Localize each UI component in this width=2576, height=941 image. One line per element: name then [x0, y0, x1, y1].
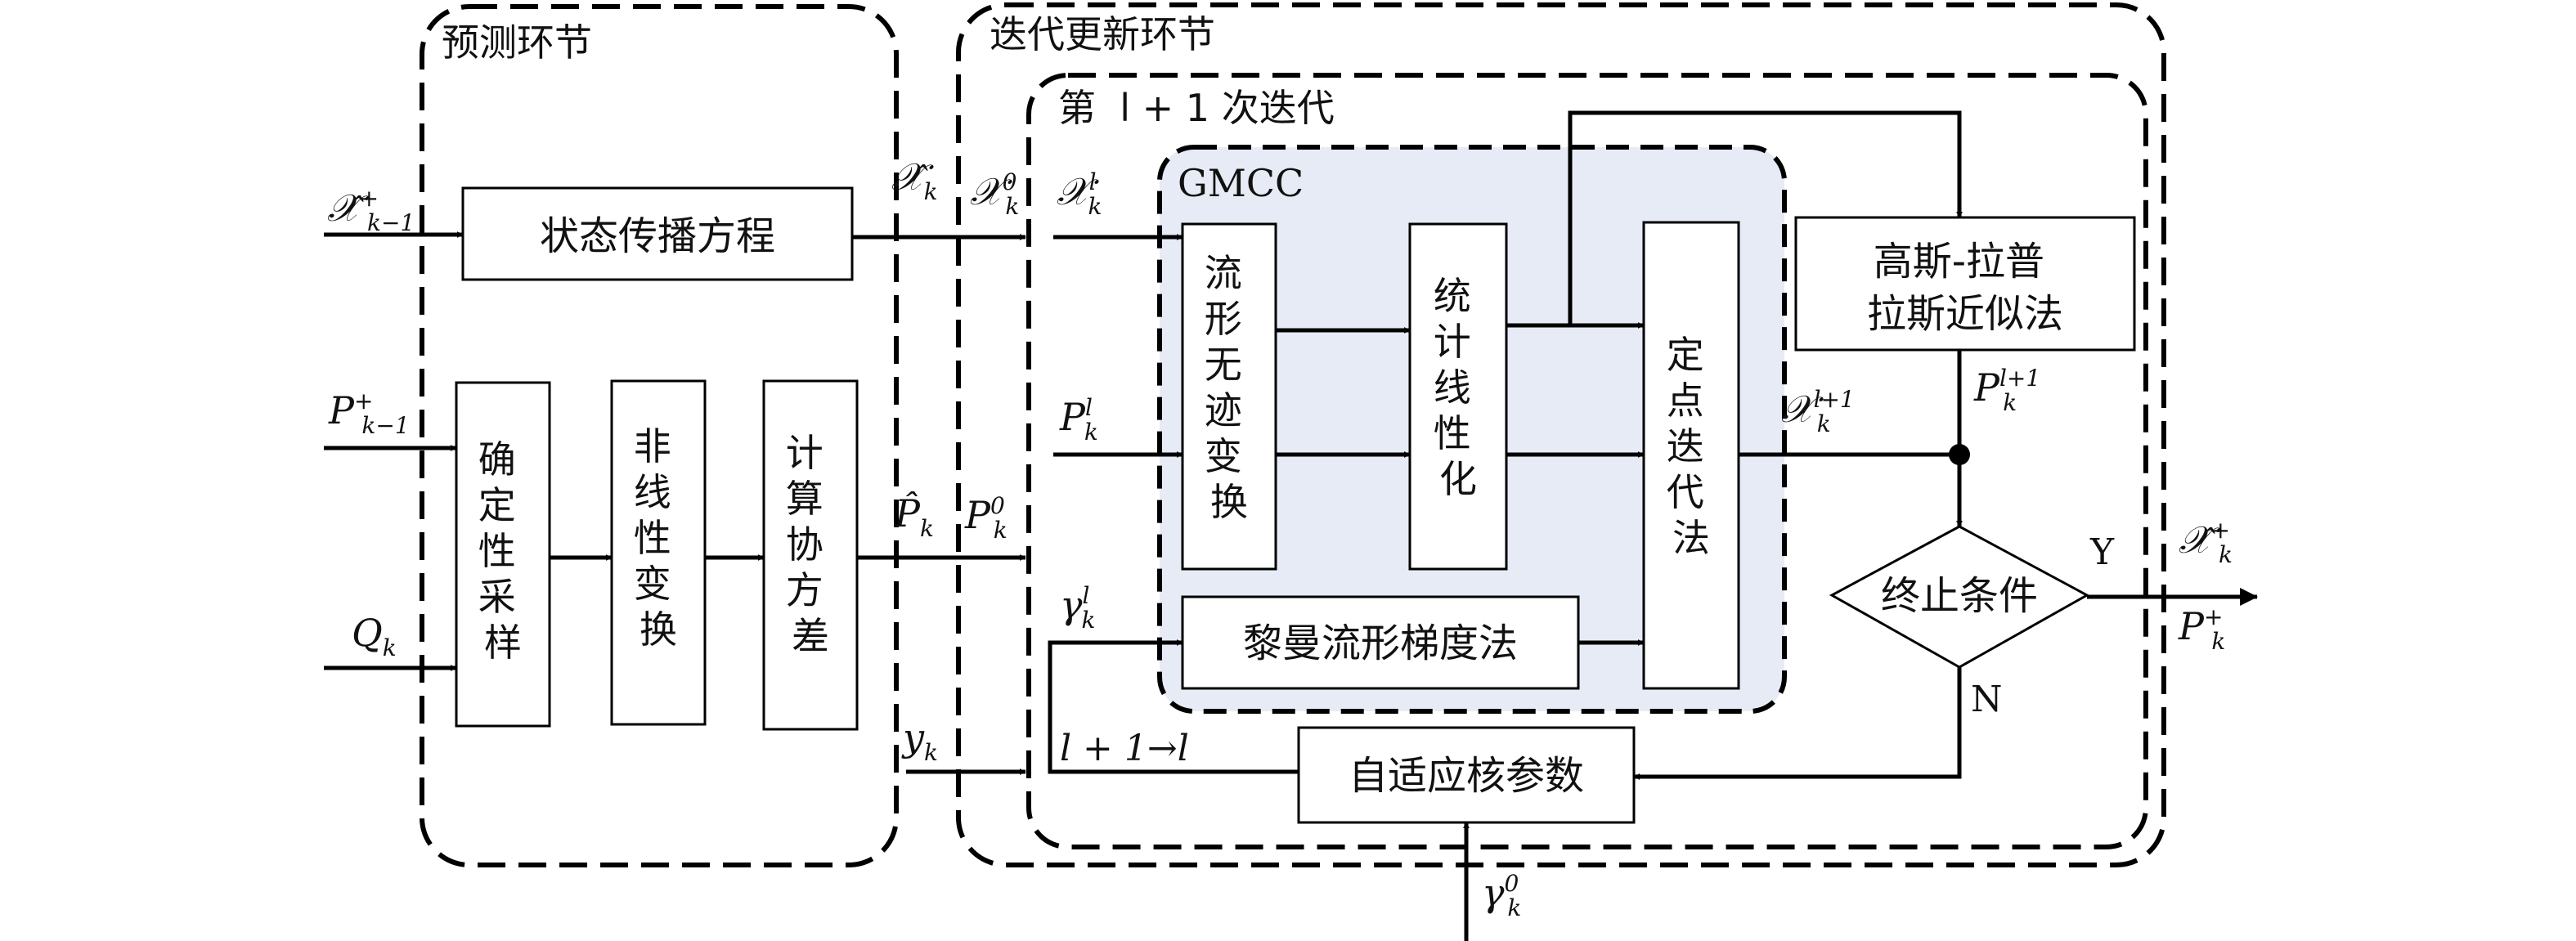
covariance-block	[762, 379, 859, 731]
statistical-linearization-label: 统 计 线 性 化	[1434, 274, 1483, 501]
predict-region	[420, 4, 899, 867]
nonlinear-transform-block	[610, 379, 707, 726]
fixed-point-block	[1642, 221, 1740, 690]
arrow-lin-to-gauss	[1568, 110, 1963, 325]
deterministic-sampling-char: 样	[484, 621, 522, 665]
label-p-prev: P+k−1	[328, 388, 410, 439]
label-p-plus: P+k	[2178, 603, 2225, 655]
deterministic-sampling-char: 性	[478, 529, 516, 573]
gmcc-label: GMCC	[1178, 161, 1304, 205]
label-x-plus: 𝒳̂+k	[2179, 517, 2233, 568]
terminate-label: 终止条件	[1881, 573, 2038, 619]
update-region-label: 迭代更新环节	[990, 12, 1215, 56]
flow-lines	[324, 110, 1963, 941]
deterministic-sampling-char: 定	[478, 483, 516, 527]
riemann-gradient-label: 黎曼流形梯度法	[1243, 621, 1518, 666]
gauss-laplace-block	[1794, 216, 2136, 352]
riemann-gradient-block	[1181, 595, 1580, 690]
statistical-linearization-block	[1408, 222, 1508, 571]
gauss-laplace-label: 高斯-拉普 拉斯近似法	[1867, 239, 2063, 337]
arrow-no-branch	[1633, 667, 1962, 780]
label-y-k: yk	[901, 715, 938, 766]
deterministic-sampling-label: 确 定 性 采 样	[478, 437, 528, 665]
label-loop: l + 1→l	[1060, 728, 1189, 769]
label-x-prev: 𝒳̂+k−1	[327, 185, 415, 236]
state-propagation-label: 状态传播方程	[540, 213, 775, 259]
nonlinear-transform-label: 非 线 性 变 换	[634, 424, 684, 652]
adaptive-kernel-block	[1297, 726, 1636, 824]
deterministic-sampling-char: 采	[478, 575, 516, 619]
label-yes: Y	[2089, 531, 2115, 573]
junction-dot	[1949, 444, 1970, 465]
deterministic-sampling-char: 确	[478, 437, 516, 482]
covariance-label: 计 算 协 方 差	[786, 431, 836, 658]
label-x-hat: 𝒳̂k	[891, 155, 938, 205]
arrow-loop-to-gamma	[1048, 639, 1299, 774]
state-propagation-block	[461, 186, 854, 281]
manifold-ut-block	[1181, 222, 1277, 571]
label-p-hat: P̂k	[894, 491, 934, 542]
label-no: N	[1971, 679, 2003, 720]
iteration-region	[1026, 73, 2148, 849]
manifold-ut-label: 流 形 无 迹 变 换	[1205, 251, 1254, 524]
predict-region-label: 预测环节	[442, 20, 592, 65]
deterministic-sampling-block	[455, 381, 551, 728]
update-region	[956, 2, 2166, 867]
fixed-point-label: 定 点 迭 代 法	[1667, 333, 1717, 560]
iteration-region-label: 第 l + 1 次迭代	[1058, 86, 1335, 130]
adaptive-kernel-label: 自适应核参数	[1349, 753, 1584, 799]
label-q-k: Qk	[352, 611, 397, 661]
